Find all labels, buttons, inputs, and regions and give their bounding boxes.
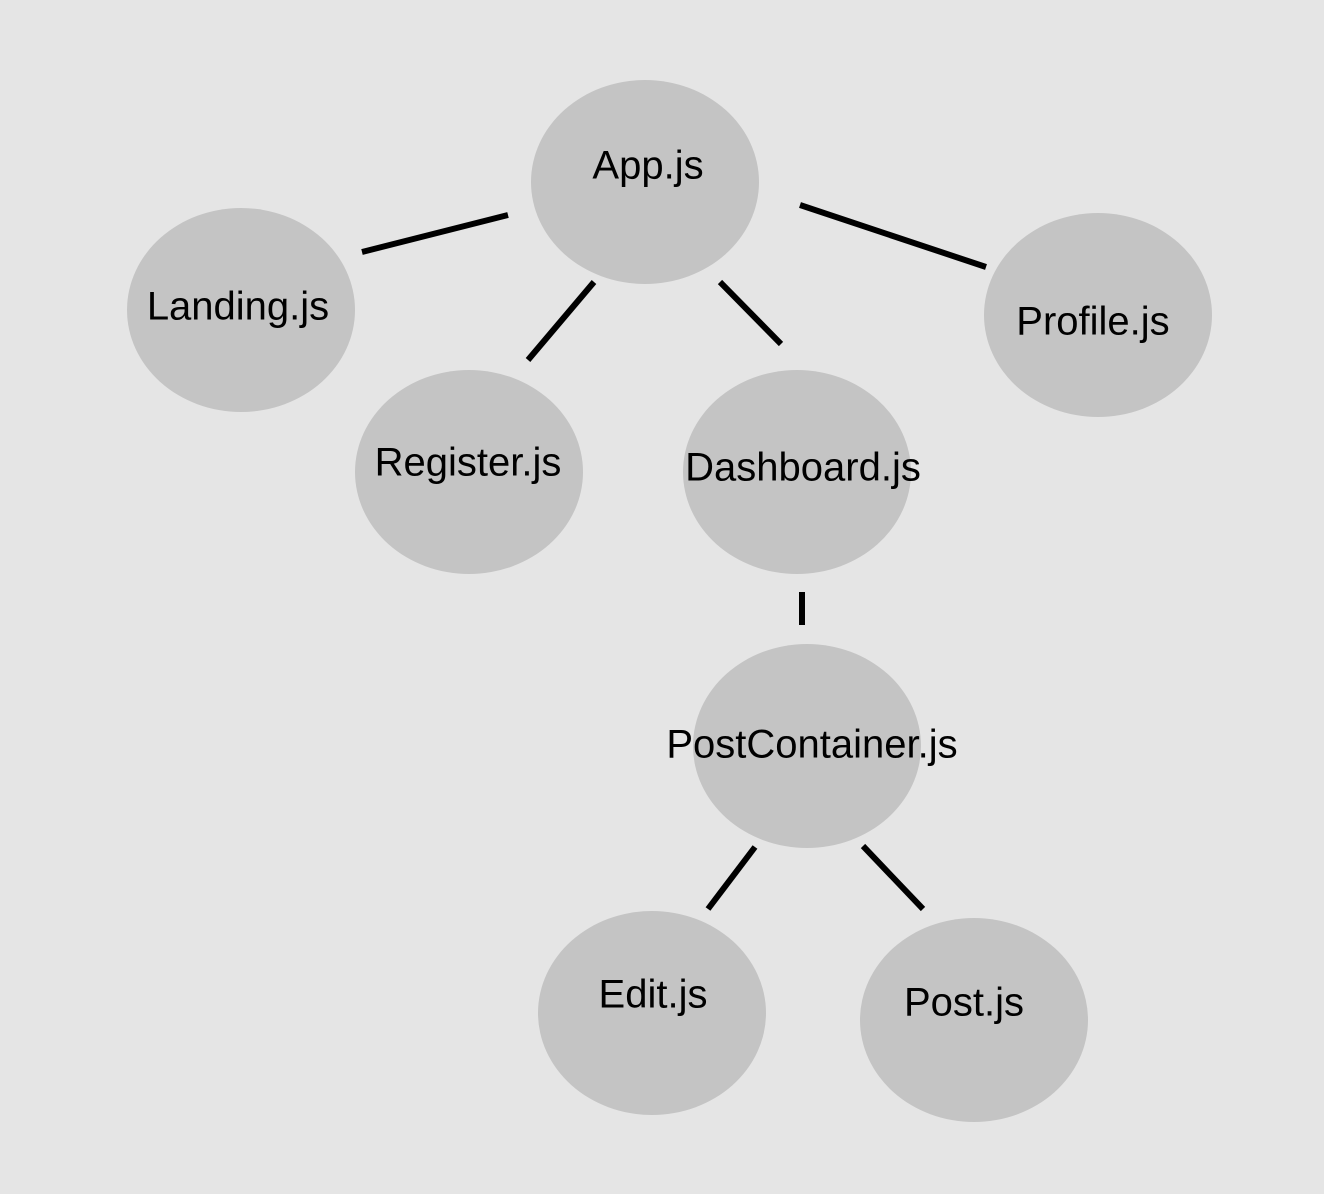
node-circle-dashboard [683, 370, 911, 574]
node-profile: Profile.js [984, 213, 1212, 417]
node-circle-landing [127, 208, 355, 412]
node-landing: Landing.js [127, 208, 355, 412]
node-circle-post [860, 918, 1088, 1122]
node-label-profile: Profile.js [1016, 300, 1169, 344]
node-circle-profile [984, 213, 1212, 417]
node-circle-register [355, 370, 583, 574]
node-app: App.js [531, 80, 759, 284]
edge-app-landing [361, 212, 509, 255]
node-circle-edit [538, 911, 766, 1115]
node-label-landing: Landing.js [147, 285, 329, 329]
edges-layer [361, 202, 987, 912]
edge-app-dashboard [717, 279, 784, 347]
node-label-register: Register.js [375, 441, 562, 485]
node-circle-postcontainer [693, 644, 921, 848]
node-dashboard: Dashboard.js [683, 370, 921, 574]
node-post: Post.js [860, 918, 1088, 1122]
node-circle-app [531, 80, 759, 284]
node-label-dashboard: Dashboard.js [685, 446, 921, 490]
edge-app-profile [799, 202, 987, 270]
node-label-post: Post.js [904, 981, 1024, 1025]
node-register: Register.js [355, 370, 583, 574]
edge-postcontainer-edit [705, 845, 758, 911]
edge-postcontainer-post [860, 843, 926, 912]
node-postcontainer: PostContainer.js [666, 644, 958, 848]
node-label-postcontainer: PostContainer.js [666, 723, 957, 767]
node-edit: Edit.js [538, 911, 766, 1115]
node-label-edit: Edit.js [599, 973, 708, 1017]
node-label-app: App.js [592, 144, 703, 188]
edge-app-register [525, 280, 597, 362]
